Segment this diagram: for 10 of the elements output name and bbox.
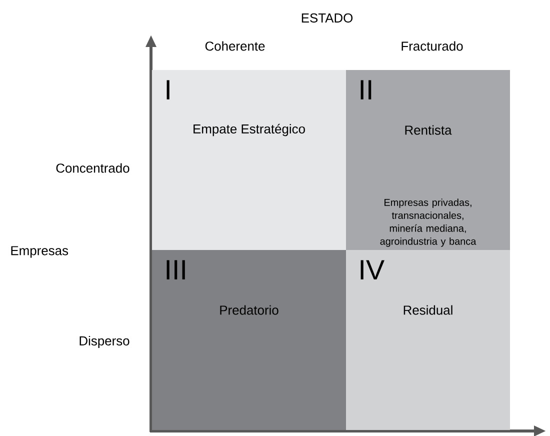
axis-label: ESTADO xyxy=(302,13,353,23)
axis-label: Coherente xyxy=(205,41,265,51)
axis-label: Fracturado xyxy=(402,41,463,51)
axis-label: Concentrado xyxy=(56,163,130,173)
quadrant-box: III Predatorio xyxy=(152,250,346,430)
axis-label: Disperso xyxy=(80,336,130,348)
quadrant-box: II Rentista Empresas privadas, transnacionales, minería mediana, agroindustria y banca xyxy=(346,70,510,250)
quadrant-box: IV Residual xyxy=(346,250,510,430)
axis-label: Empresas xyxy=(11,246,68,258)
quadrant-box: I Empate Estratégico xyxy=(152,70,346,250)
